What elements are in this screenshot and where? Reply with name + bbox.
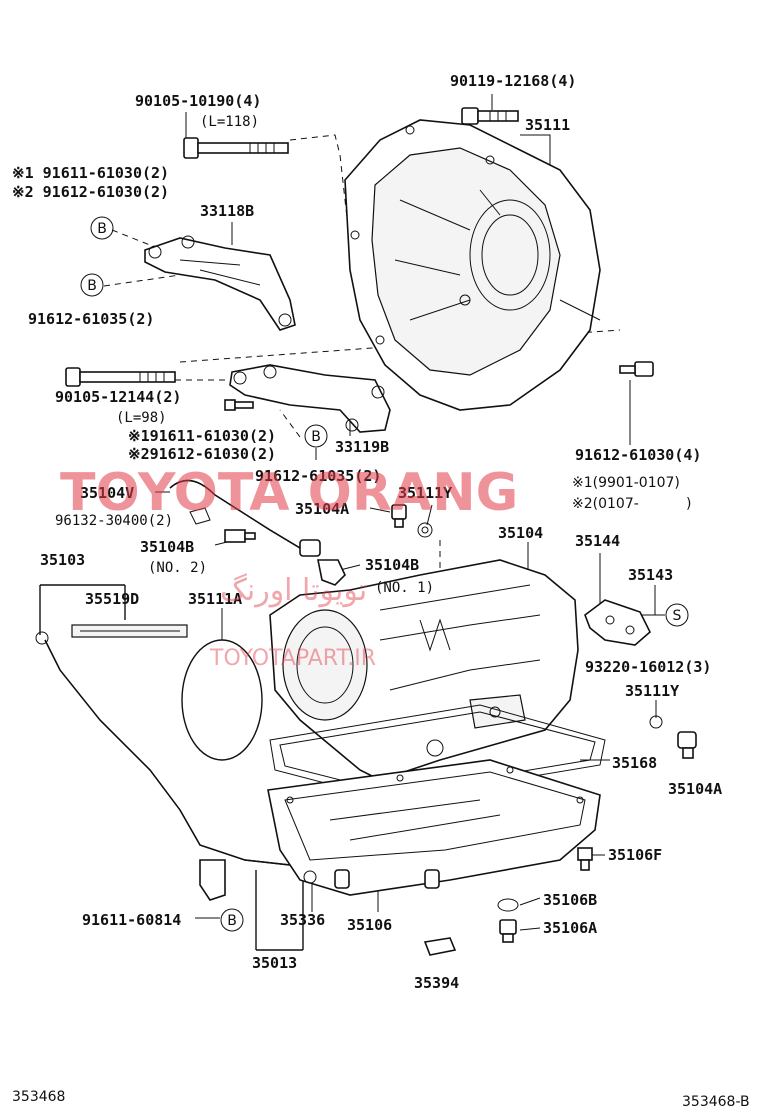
bracket-33118B — [144, 235, 296, 331]
plug-35104A-top — [391, 504, 407, 528]
bracket-35144 — [584, 599, 651, 646]
label-35013: 35013 — [252, 954, 297, 972]
watermark-persian: تویوتا اورنگ — [220, 573, 367, 608]
label-35111A: 35111A — [188, 590, 242, 608]
transmission-case-35104 — [269, 559, 579, 781]
bell-housing-35111 — [344, 119, 601, 411]
label-35394: 35394 — [414, 974, 459, 992]
union-35104B-no2 — [224, 529, 256, 543]
label-no2: (NO. 2) — [148, 560, 207, 576]
label-90105-12144-length: (L=98) — [116, 410, 167, 426]
label-35111Y-right: 35111Y — [625, 682, 679, 700]
callout-circles: B B B B S — [80, 216, 689, 932]
label-35104V: 35104V — [80, 484, 134, 502]
label-33118B: 33118B — [200, 202, 254, 220]
callout-B-2: B — [87, 278, 97, 294]
label-ref2-291612: ※291612-61030(2) — [128, 445, 276, 463]
label-ref1-191611: ※191611-61030(2) — [128, 427, 276, 445]
bolt-91612-61030-right — [619, 361, 654, 377]
label-35104B-no1: 35104B — [365, 556, 419, 574]
oring-35111Y-right — [649, 715, 663, 729]
callout-S: S — [673, 608, 682, 624]
label-35111Y-top: 35111Y — [398, 484, 452, 502]
label-35106F: 35106F — [608, 846, 662, 864]
label-35104: 35104 — [498, 524, 543, 542]
bolt-90105-12144 — [65, 367, 176, 387]
plug-35106A — [499, 919, 517, 943]
dipstick-tube-35013 — [35, 631, 291, 901]
label-35106: 35106 — [347, 916, 392, 934]
label-91612-61030-4: 91612-61030(4) — [575, 446, 701, 464]
breather-hose-35104V — [169, 479, 321, 557]
label-90119-12168: 90119-12168(4) — [450, 72, 576, 90]
callout-B-4: B — [227, 913, 237, 929]
label-35103: 35103 — [40, 551, 85, 569]
label-93220-16012: 93220-16012(3) — [585, 658, 711, 676]
label-note2: ※2(0107- — [572, 496, 639, 512]
label-91611-60814: 91611-60814 — [82, 911, 181, 929]
bracket-33119B — [229, 364, 391, 433]
watermark: TOYOTA ORANG تویوتا اورنگ TOYOTAPART.IR — [60, 463, 518, 671]
label-35106B: 35106B — [543, 891, 597, 909]
label-35336: 35336 — [280, 911, 325, 929]
dipstick-35519D — [71, 624, 188, 638]
oring-35111A — [181, 639, 263, 761]
watermark-main: TOYOTA ORANG — [60, 463, 518, 523]
label-90105-12144: 90105-12144(2) — [55, 388, 181, 406]
clip-96132 — [189, 507, 211, 525]
label-35104B-no2: 35104B — [140, 538, 194, 556]
label-35519D: 35519D — [85, 590, 139, 608]
callout-B-1: B — [97, 221, 107, 237]
label-35104A-right: 35104A — [668, 780, 722, 798]
gasket-35106B — [497, 898, 519, 912]
strainer-tube — [334, 869, 440, 889]
label-note1: ※1(9901-0107) — [572, 475, 680, 491]
label-90105-10190: 90105-10190(4) — [135, 92, 261, 110]
gasket-35168 — [269, 704, 606, 801]
oring-35111Y-top — [417, 522, 433, 538]
label-35144: 35144 — [575, 532, 620, 550]
callout-B-3: B — [311, 429, 321, 445]
label-no1: (NO. 1) — [375, 580, 434, 596]
oil-pan-35106 — [267, 759, 601, 896]
label-note2-close: ) — [686, 496, 691, 512]
watermark-site: TOYOTAPART.IR — [209, 646, 376, 671]
small-bolt-left — [224, 399, 254, 411]
label-35143: 35143 — [628, 566, 673, 584]
label-ref2-91612-61030: ※2 91612-61030(2) — [12, 183, 169, 201]
label-35104A-top: 35104A — [295, 500, 349, 518]
label-96132-30400: 96132-30400(2) — [55, 513, 173, 529]
label-ref1-91611-61030: ※1 91611-61030(2) — [12, 164, 169, 182]
label-35111: 35111 — [525, 116, 570, 134]
plug-35104A-right — [677, 731, 697, 759]
label-90105-10190-length: (L=118) — [200, 114, 259, 130]
bolt-90105-10190 — [183, 137, 289, 159]
part-labels: 90105-10190(4) (L=118) 90119-12168(4) 35… — [12, 72, 750, 1110]
bolt-90119-12168 — [461, 107, 519, 125]
union-35104B-no1 — [317, 559, 346, 586]
label-35168: 35168 — [612, 754, 657, 772]
label-91612-61035-mid: 91612-61035(2) — [255, 467, 381, 485]
oring-35336 — [303, 870, 317, 884]
magnet-35394 — [423, 937, 457, 956]
footer-left: 353468 — [12, 1089, 65, 1105]
bolt-35106F — [577, 847, 593, 871]
footer-right: 353468-B — [682, 1094, 750, 1110]
label-33119B: 33119B — [335, 438, 389, 456]
label-35106A: 35106A — [543, 919, 597, 937]
label-91612-61035-top: 91612-61035(2) — [28, 310, 154, 328]
